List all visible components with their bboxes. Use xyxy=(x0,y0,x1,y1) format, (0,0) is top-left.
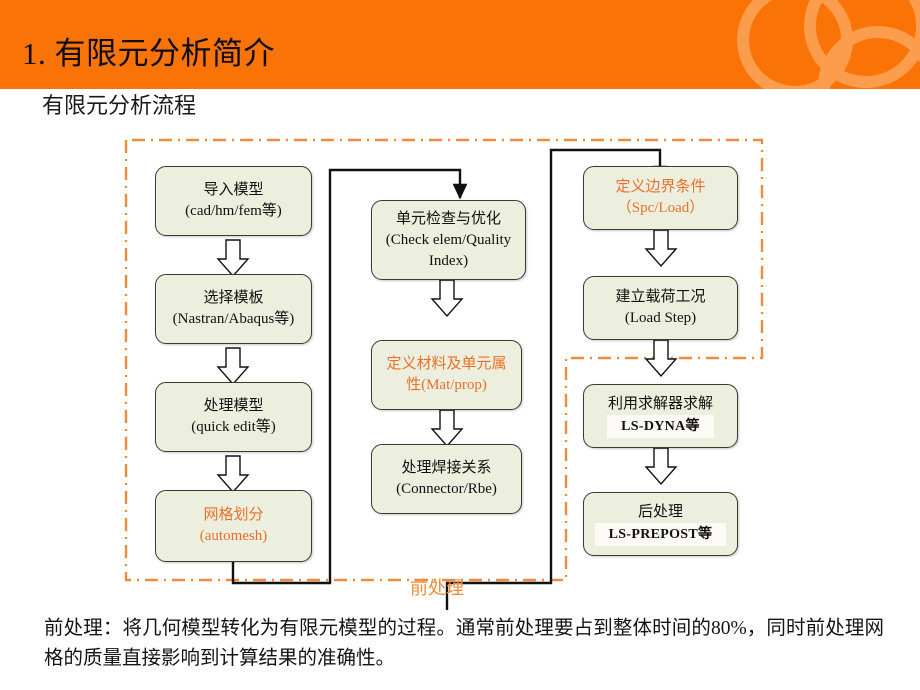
flow-node-line-1: 建立载荷工况 xyxy=(615,289,706,305)
flow-node-line-3: Index) xyxy=(428,252,469,269)
flow-node-line-2: (Nastran/Abaqus等) xyxy=(172,311,295,327)
flow-node-define-material[interactable]: 定义材料及单元属 性(Mat/prop) xyxy=(371,340,522,410)
flow-node-import-model[interactable]: 导入模型 (cad/hm/fem等) xyxy=(155,166,312,236)
flow-node-line-1: 后处理 xyxy=(637,504,683,520)
flowchart: 导入模型 (cad/hm/fem等) 选择模板 (Nastran/Abaqus等… xyxy=(0,130,920,610)
preprocess-zone-label: 前处理 xyxy=(410,578,464,598)
flow-node-line-1: 处理焊接关系 xyxy=(401,460,492,476)
flow-node-weld-connection[interactable]: 处理焊接关系 (Connector/Rbe) xyxy=(371,444,522,514)
flow-node-line-1: 单元检查与优化 xyxy=(395,210,501,227)
flow-node-line-1: 导入模型 xyxy=(203,182,264,198)
flow-node-line-1: 定义材料及单元属 xyxy=(386,356,507,372)
flow-node-post-process[interactable]: 后处理 LS-PREPOST等 xyxy=(583,492,738,556)
flow-node-mesh-generation[interactable]: 网格划分 (automesh) xyxy=(155,490,312,562)
flow-node-line-2: (cad/hm/fem等) xyxy=(185,203,282,219)
flow-node-run-solver[interactable]: 利用求解器求解 LS-DYNA等 xyxy=(583,384,738,448)
flow-node-line-2-highlight: LS-PREPOST等 xyxy=(594,523,727,546)
flow-node-line-2: （Spc/Load） xyxy=(616,200,705,216)
flow-node-line-2-highlight: LS-DYNA等 xyxy=(607,415,714,438)
flow-node-line-1: 网格划分 xyxy=(203,507,264,523)
flow-node-line-1: 定义边界条件 xyxy=(615,179,706,195)
flow-node-line-2: (Connector/Rbe) xyxy=(396,481,497,497)
flow-node-select-template[interactable]: 选择模板 (Nastran/Abaqus等) xyxy=(155,274,312,344)
flow-node-line-1: 选择模板 xyxy=(203,290,264,306)
flowchart-connectors xyxy=(124,138,764,610)
header-decoration-rings xyxy=(737,0,920,89)
flow-node-process-model[interactable]: 处理模型 (quick edit等) xyxy=(155,382,312,452)
flow-node-line-1: 处理模型 xyxy=(203,398,264,414)
flow-node-line-2: 性(Mat/prop) xyxy=(406,377,487,393)
flow-node-load-step[interactable]: 建立载荷工况 (Load Step) xyxy=(583,276,738,340)
slide-subtitle: 有限元分析流程 xyxy=(42,93,197,118)
slide-header-band: 1. 有限元分析简介 xyxy=(0,0,920,89)
flow-node-line-1: 利用求解器求解 xyxy=(607,396,713,412)
flow-node-line-2: (automesh) xyxy=(199,528,268,544)
page-title: 1. 有限元分析简介 xyxy=(22,36,275,71)
footnote-paragraph: 前处理：将几何模型转化为有限元模型的过程。通常前处理要占到整体时间的80%，同时… xyxy=(44,618,884,669)
flow-node-line-2: (quick edit等) xyxy=(191,419,276,435)
flow-node-define-boundary[interactable]: 定义边界条件 （Spc/Load） xyxy=(583,166,738,230)
flow-node-element-check[interactable]: 单元检查与优化 (Check elem/Quality Index) xyxy=(371,200,526,280)
flow-node-line-2: (Check elem/Quality xyxy=(385,231,512,248)
flow-node-line-2: (Load Step) xyxy=(624,310,697,326)
